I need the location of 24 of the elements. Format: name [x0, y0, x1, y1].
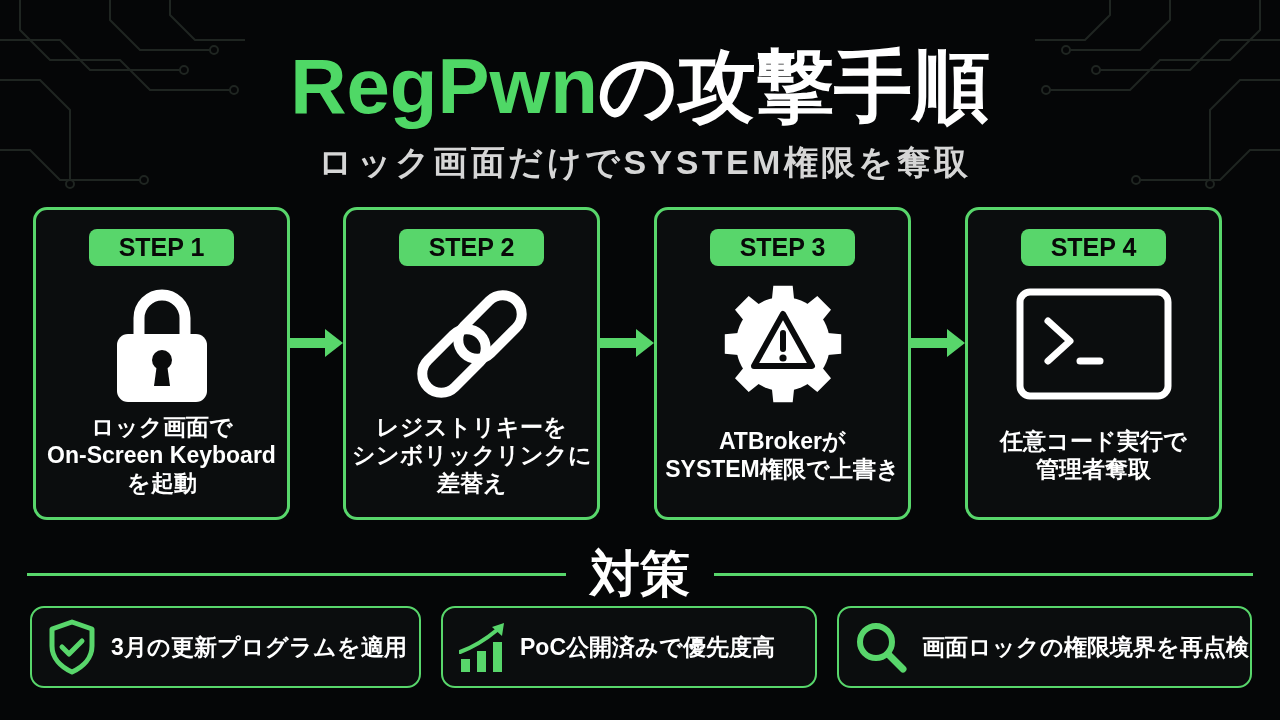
step-badge: STEP 1 — [89, 229, 234, 266]
step-card — [343, 207, 600, 520]
step-description: ロック画面でOn-Screen Keyboardを起動 — [46, 413, 277, 497]
step-badge: STEP 2 — [399, 229, 544, 266]
section-heading: 対策 — [588, 546, 691, 602]
countermeasure-card — [30, 606, 421, 688]
step-description: レジストリキーをシンボリックリンクに差替え — [350, 413, 593, 497]
countermeasure-text: PoC公開済みで優先度高 — [520, 632, 775, 662]
step-description: 任意コード実行で管理者奪取 — [998, 427, 1188, 483]
step-badge: STEP 3 — [710, 229, 855, 266]
step-card — [965, 207, 1222, 520]
step-description: ATBrokerがSYSTEM権限で上書き — [664, 427, 901, 483]
arrow — [600, 329, 654, 357]
countermeasure-card — [441, 606, 817, 688]
step-badge: STEP 4 — [1021, 229, 1166, 266]
page-title: RegPwnの攻撃手順 — [290, 41, 990, 132]
subtitle: ロック画面だけでSYSTEM権限を奪取 — [318, 142, 972, 183]
countermeasure-text: 3月の更新プログラムを適用 — [111, 632, 407, 662]
countermeasure-text: 画面ロックの権限境界を再点検 — [922, 632, 1249, 662]
step-card — [654, 207, 911, 520]
countermeasure-card — [837, 606, 1252, 688]
arrow — [290, 329, 343, 357]
step-card — [33, 207, 290, 520]
arrow — [911, 329, 965, 357]
